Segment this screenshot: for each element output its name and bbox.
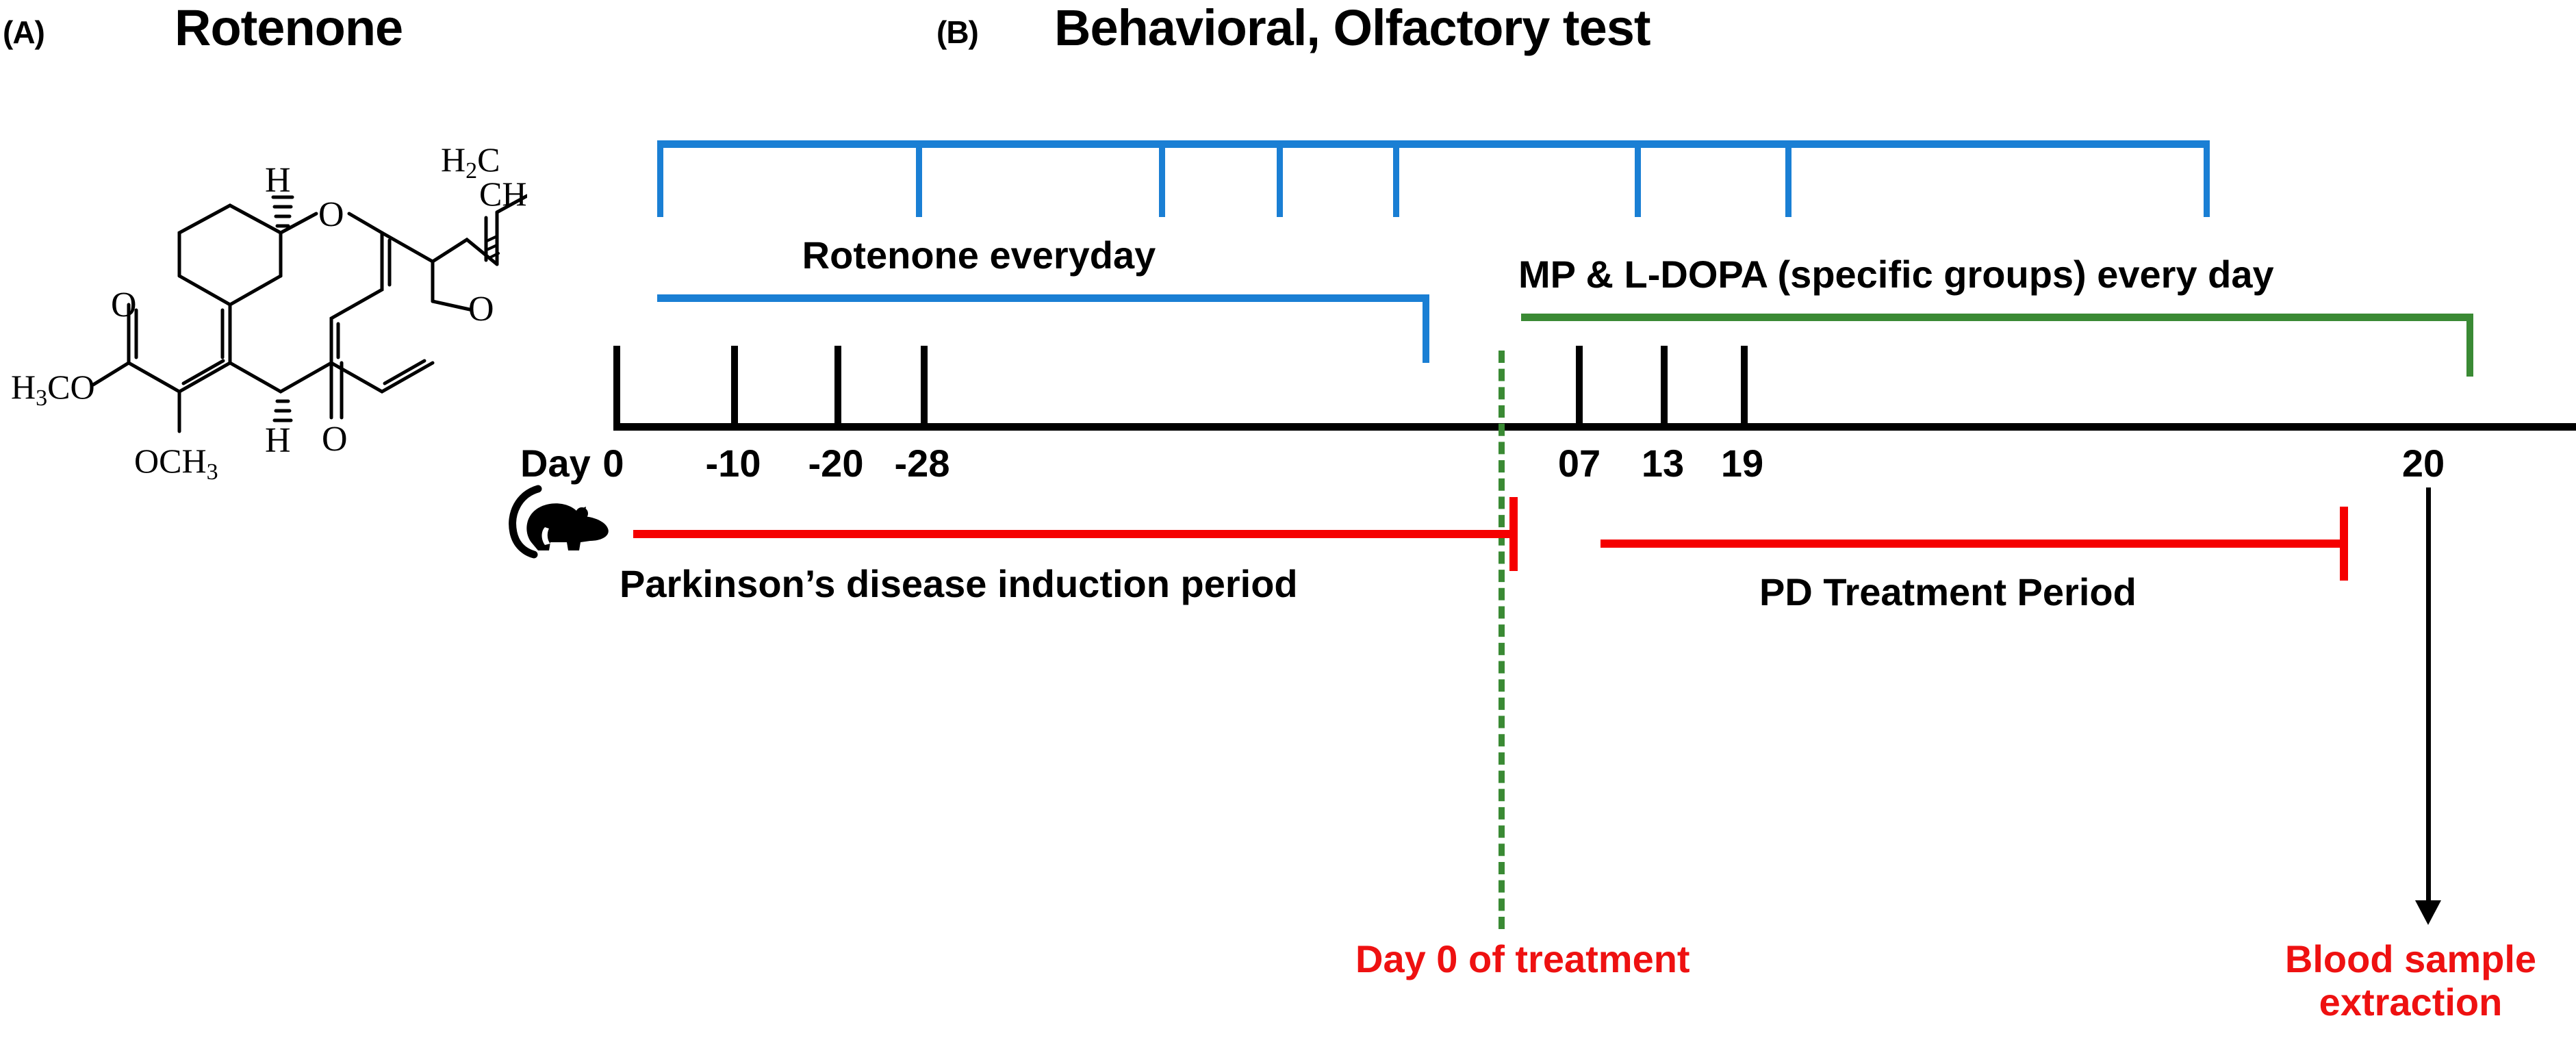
rat-icon <box>505 479 618 568</box>
axis-tick-minus10 <box>731 346 738 427</box>
timeline-axis <box>613 423 2576 431</box>
rotenone-structure-diagram: O O O O H H H2C CH3 H3CO OCH3 <box>7 130 527 486</box>
axis-tick-07 <box>1576 346 1583 427</box>
blood-sample-label-line1: Blood sample <box>2284 937 2537 980</box>
test-bracket-tick-8 <box>2204 140 2210 217</box>
rotenone-band-label: Rotenone everyday <box>802 233 1156 277</box>
treatment-period-endcap <box>2340 507 2348 581</box>
panel-b-letter: (B) <box>936 14 979 50</box>
axis-tick-minus28 <box>921 346 928 427</box>
rotenone-band-rule <box>657 294 1429 302</box>
axis-label-minus28: -28 <box>894 442 950 485</box>
rotenone-band-endcap <box>1423 294 1429 363</box>
axis-tick-19 <box>1741 346 1748 427</box>
blood-sample-arrow-head <box>2415 900 2441 925</box>
treatment-period-label: PD Treatment Period <box>1759 570 2137 613</box>
atom-label-ch3: CH3 <box>479 175 527 218</box>
induction-period-endcap <box>1509 497 1518 571</box>
axis-tick-minus20 <box>834 346 841 427</box>
panel-b-title: Behavioral, Olfactory test <box>1054 0 1651 56</box>
mp-ldopa-band-label: MP & L-DOPA (specific groups) every day <box>1518 253 2274 296</box>
test-bracket-tick-4 <box>1277 140 1283 217</box>
test-bracket-rail <box>657 140 2210 148</box>
atom-label-o-furan: O <box>468 290 494 329</box>
atom-label-o-center: O <box>318 195 344 234</box>
panel-a-letter: (A) <box>3 14 45 50</box>
blood-sample-label-line2: extraction <box>2319 980 2503 1024</box>
axis-label-0: 0 <box>602 442 624 485</box>
rotenone-skeletal-svg: O O O O H H H2C CH3 H3CO OCH3 <box>11 140 527 485</box>
atom-label-h-bottom: H <box>265 421 291 460</box>
test-bracket-tick-2 <box>916 140 922 217</box>
day-zero-divider-line <box>1499 351 1505 929</box>
day-zero-callout-label: Day 0 of treatment <box>1355 937 1690 980</box>
test-bracket-tick-5 <box>1393 140 1399 217</box>
atom-label-h3co: H3CO <box>11 368 95 411</box>
atom-label-och3: OCH3 <box>134 442 218 485</box>
atom-label-o-pyran: O <box>111 286 137 325</box>
axis-label-19: 19 <box>1720 442 1764 485</box>
test-bracket-tick-1 <box>657 140 663 217</box>
axis-label-minus10: -10 <box>705 442 761 485</box>
axis-label-13: 13 <box>1641 442 1685 485</box>
axis-caption-day: Day <box>520 442 591 485</box>
axis-tick-13 <box>1661 346 1668 427</box>
axis-label-20: 20 <box>2401 442 2445 485</box>
test-bracket-tick-6 <box>1635 140 1641 217</box>
axis-label-07: 07 <box>1557 442 1601 485</box>
panel-a-title: Rotenone <box>175 0 403 56</box>
axis-tick-0 <box>613 346 620 427</box>
axis-label-minus20: -20 <box>808 442 864 485</box>
induction-period-label: Parkinson’s disease induction period <box>620 562 1298 605</box>
rat-silhouette-svg <box>509 485 609 559</box>
test-bracket-tick-7 <box>1785 140 1791 217</box>
blood-sample-arrow-shaft <box>2426 487 2431 902</box>
test-bracket-tick-3 <box>1159 140 1165 217</box>
mp-ldopa-band-rule <box>1521 314 2473 321</box>
treatment-period-rule <box>1601 540 2347 548</box>
atom-label-h-top: H <box>265 161 291 200</box>
mp-ldopa-band-endcap <box>2466 314 2473 377</box>
induction-period-rule <box>633 530 1516 538</box>
atom-label-o-ketone: O <box>322 420 348 459</box>
